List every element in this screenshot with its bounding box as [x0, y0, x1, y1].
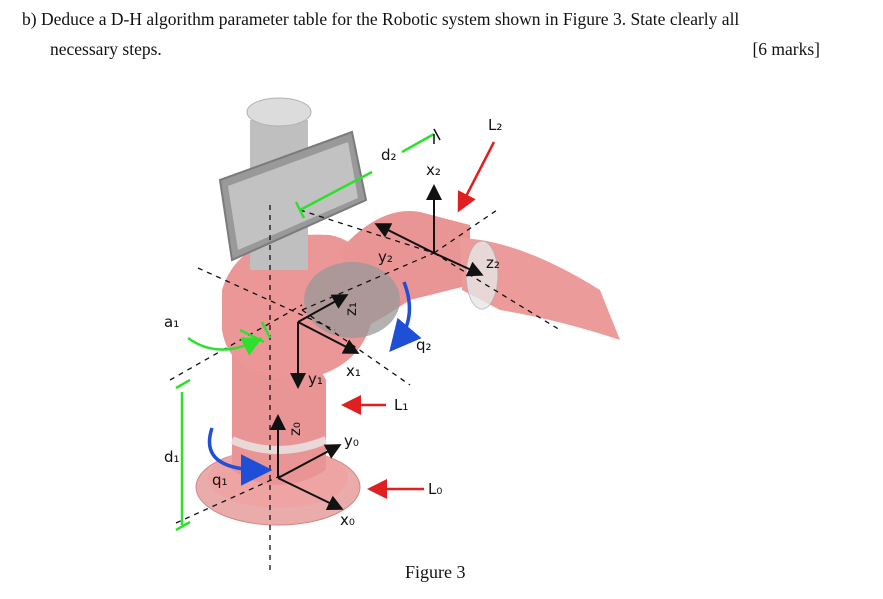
label-x1: x₁ — [346, 362, 361, 380]
figure-caption: Figure 3 — [405, 562, 466, 582]
label-x2: x₂ — [426, 161, 441, 179]
frame-1 — [290, 294, 360, 389]
label-z1: z₁ — [342, 302, 360, 316]
label-z0: z₀ — [286, 422, 304, 436]
label-q1: q₁ — [212, 471, 228, 489]
question-line-2: necessary steps. [6 marks] — [22, 34, 872, 64]
label-z2: z₂ — [486, 254, 500, 272]
label-q2: q₂ — [416, 336, 432, 354]
label-L1: L₁ — [394, 396, 408, 414]
question-body-cont: necessary steps. — [50, 39, 162, 59]
label-x0: x₀ — [340, 511, 355, 529]
label-y1: y₁ — [308, 370, 323, 388]
q1-rotation-arrow — [207, 427, 273, 486]
label-d1: d₁ — [164, 448, 180, 466]
question-text: b) Deduce a D-H algorithm parameter tabl… — [22, 4, 872, 64]
frame-2 — [374, 184, 484, 277]
reference-lines — [169, 205, 561, 570]
d2-dimension-black — [433, 128, 441, 144]
frame-0 — [270, 414, 344, 510]
label-y0: y₀ — [344, 432, 359, 450]
d2-dimension — [294, 132, 435, 219]
marks-label: [6 marks] — [752, 39, 820, 59]
label-a1: a₁ — [164, 313, 179, 331]
a1-dimension — [187, 321, 272, 356]
question-line-1: b) Deduce a D-H algorithm parameter tabl… — [22, 4, 872, 34]
forearm — [460, 238, 620, 340]
question-body: Deduce a D-H algorithm parameter table f… — [40, 9, 740, 29]
L2-arrow — [457, 141, 496, 213]
label-L2: L₂ — [488, 116, 502, 134]
label-L0: L₀ — [428, 480, 442, 498]
d1-dimension — [175, 378, 191, 532]
label-d2: d₂ — [381, 146, 397, 164]
q2-rotation-arrow — [389, 281, 422, 353]
label-y2: y₂ — [378, 248, 393, 266]
question-number: b) — [22, 9, 37, 29]
